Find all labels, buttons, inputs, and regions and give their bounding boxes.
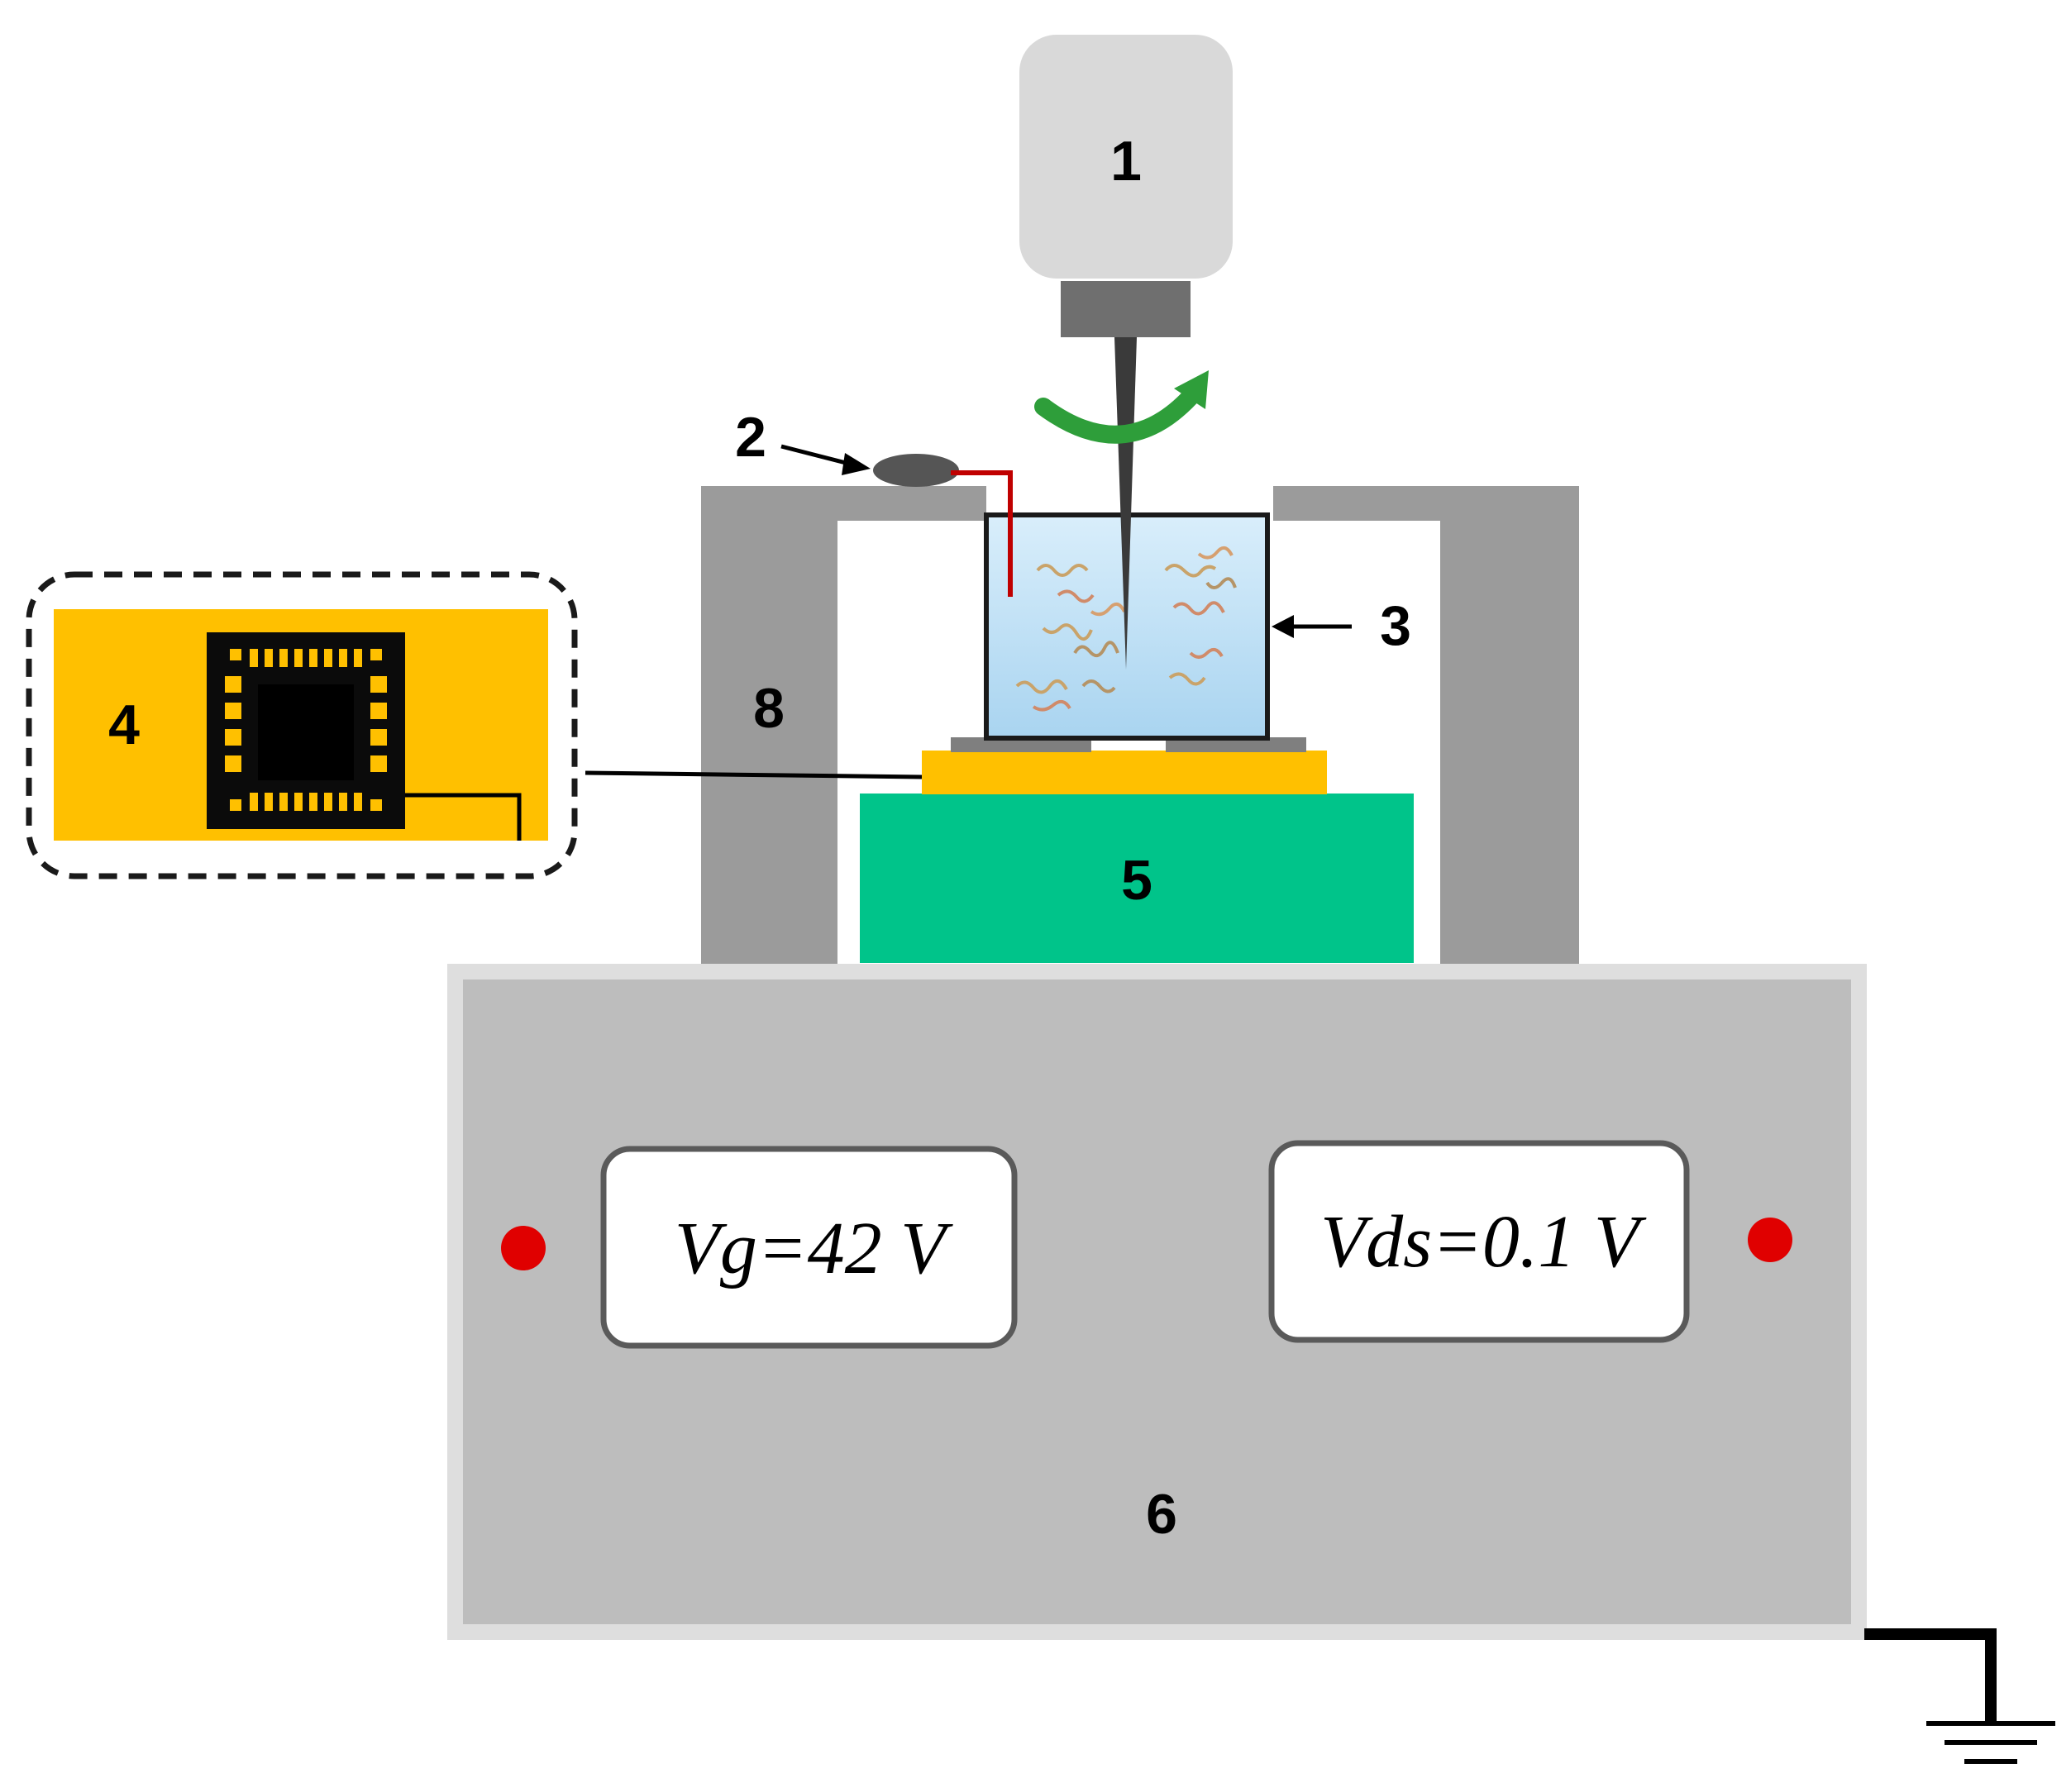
chip-pins xyxy=(225,649,387,811)
stirrer-needle xyxy=(1114,337,1137,670)
right-contact-pad xyxy=(1166,737,1306,752)
chamber-pointer-arrow xyxy=(1272,615,1352,638)
electrode-pointer-arrow xyxy=(780,444,871,475)
chip-inset xyxy=(26,571,578,879)
reference-electrode xyxy=(873,454,1013,597)
molecules-in-solution xyxy=(1015,546,1237,712)
inset-connector-line xyxy=(585,770,923,779)
left-contact-pad xyxy=(951,737,1091,752)
frame-left-post xyxy=(701,486,837,965)
label-stage: 5 xyxy=(1121,849,1152,912)
label-chip: 4 xyxy=(108,693,140,756)
chip-die xyxy=(258,684,354,780)
stirrer-motor xyxy=(1019,35,1233,670)
green-stage xyxy=(860,794,1414,963)
electrode-cap xyxy=(873,454,959,487)
label-electrode: 2 xyxy=(735,406,766,469)
rotation-arrow-icon xyxy=(1034,370,1209,444)
frame-left-top xyxy=(701,486,986,521)
label-chamber: 3 xyxy=(1380,594,1411,657)
motor-collar xyxy=(1061,281,1191,337)
right-red-dot-icon xyxy=(1748,1218,1792,1262)
label-instrument: 6 xyxy=(1146,1483,1177,1546)
label-frame: 8 xyxy=(753,677,785,740)
electrode-wire xyxy=(951,470,1013,597)
gate-voltage-value: Vg=42 V xyxy=(675,1208,953,1289)
drain-source-voltage-display: Vds=0.1 V xyxy=(1268,1140,1690,1343)
motor-body xyxy=(1019,35,1233,279)
label-stirrer: 1 xyxy=(1110,130,1142,193)
left-red-dot-icon xyxy=(501,1226,546,1270)
drain-source-voltage-value: Vds=0.1 V xyxy=(1320,1201,1647,1283)
gate-voltage-display: Vg=42 V xyxy=(600,1146,1018,1349)
support-frame xyxy=(701,486,1579,965)
chip-lead xyxy=(405,793,522,841)
frame-right-post xyxy=(1440,486,1579,965)
ground-symbol-icon xyxy=(1864,1628,2055,1764)
gold-chip-substrate xyxy=(922,751,1327,794)
